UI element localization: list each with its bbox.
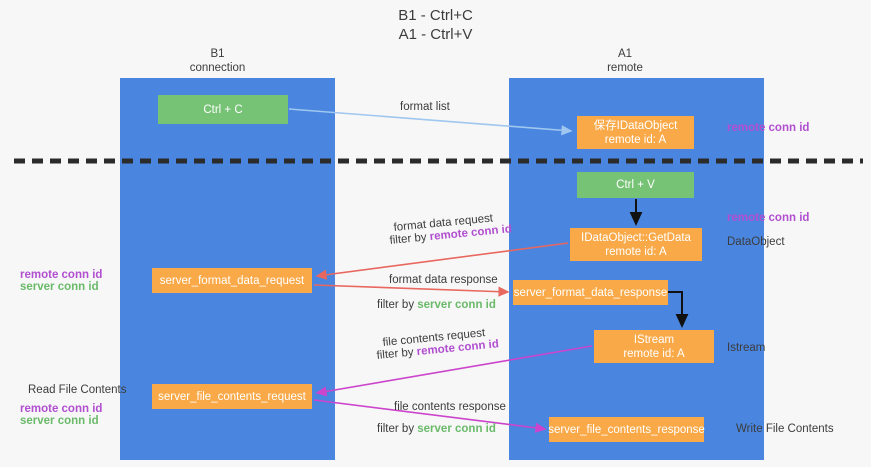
node-getdata-line1: IDataObject::GetData xyxy=(581,231,691,244)
node-server-file-contents-request-label: server_file_contents_request xyxy=(158,390,306,403)
node-server-format-data-response-label: server_format_data_response xyxy=(513,286,668,299)
node-ctrl-c[interactable]: Ctrl + C xyxy=(158,95,288,124)
side-label-left-server-conn-id-1: server conn id xyxy=(20,281,99,293)
title-line-1: B1 - Ctrl+C xyxy=(398,7,473,24)
side-label-left-server-conn-id-2: server conn id xyxy=(20,415,99,427)
filter-prefix-2: filter by xyxy=(377,299,418,311)
edge-label-file-contents-response-filter: filter by server conn id xyxy=(377,422,496,437)
column-header-b1: B1 connection xyxy=(155,47,280,75)
node-server-file-contents-request[interactable]: server_file_contents_request xyxy=(152,384,312,409)
side-label-left-remote-conn-id-1: remote conn id xyxy=(20,269,103,281)
node-istream-line1: IStream xyxy=(633,333,675,346)
edge-label-format-data-response: format data response xyxy=(389,274,498,286)
node-server-format-data-request-label: server_format_data_request xyxy=(159,274,305,287)
node-istream[interactable]: IStream remote id: A xyxy=(594,330,714,363)
filter-prefix-4: filter by xyxy=(377,423,418,435)
filter-key-server-conn-id-1: server conn id xyxy=(417,299,496,311)
node-save-idataobject-line2: remote id: A xyxy=(604,133,667,146)
side-label-left-remote-conn-id-2: remote conn id xyxy=(20,403,103,415)
side-label-read-file-contents: Read File Contents xyxy=(28,384,127,396)
node-server-format-data-response[interactable]: server_format_data_response xyxy=(513,280,668,305)
side-label-istream: Istream xyxy=(727,342,766,354)
filter-prefix-3: filter by xyxy=(376,346,418,362)
column-header-a1-name: A1 xyxy=(617,48,633,60)
node-ctrl-v[interactable]: Ctrl + V xyxy=(577,172,694,198)
column-header-a1: A1 remote xyxy=(555,47,695,75)
column-header-b1-role: connection xyxy=(189,62,246,74)
edge-label-format-list: format list xyxy=(400,101,450,113)
node-save-idataobject-line1: 保存IDataObject xyxy=(593,119,678,132)
column-header-a1-role: remote xyxy=(607,62,643,74)
node-idataobject-getdata[interactable]: IDataObject::GetData remote id: A xyxy=(570,228,702,261)
node-ctrl-v-label: Ctrl + V xyxy=(616,179,655,191)
diagram-title: B1 - Ctrl+C A1 - Ctrl+V xyxy=(0,6,871,44)
edge-label-file-contents-response: file contents response xyxy=(394,401,506,413)
side-label-dataobject: DataObject xyxy=(727,236,785,248)
filter-key-server-conn-id-2: server conn id xyxy=(417,423,496,435)
node-server-file-contents-response-label: server_file_contents_response xyxy=(548,423,705,436)
node-istream-line2: remote id: A xyxy=(623,347,685,360)
node-save-idataobject[interactable]: 保存IDataObject remote id: A xyxy=(577,116,694,149)
side-label-write-file-contents: Write File Contents xyxy=(736,423,834,435)
node-server-format-data-request[interactable]: server_format_data_request xyxy=(152,268,312,293)
edge-label-format-data-response-filter: filter by server conn id xyxy=(377,298,496,313)
node-server-file-contents-response[interactable]: server_file_contents_response xyxy=(548,417,705,442)
column-header-b1-name: B1 xyxy=(210,48,225,60)
title-line-2: A1 - Ctrl+V xyxy=(398,26,473,43)
node-getdata-line2: remote id: A xyxy=(605,245,667,258)
filter-prefix-1: filter by xyxy=(389,231,431,247)
side-label-remote-conn-id-mid: remote conn id xyxy=(727,212,810,224)
side-label-remote-conn-id-top: remote conn id xyxy=(727,122,810,134)
node-ctrl-c-label: Ctrl + C xyxy=(203,103,243,116)
